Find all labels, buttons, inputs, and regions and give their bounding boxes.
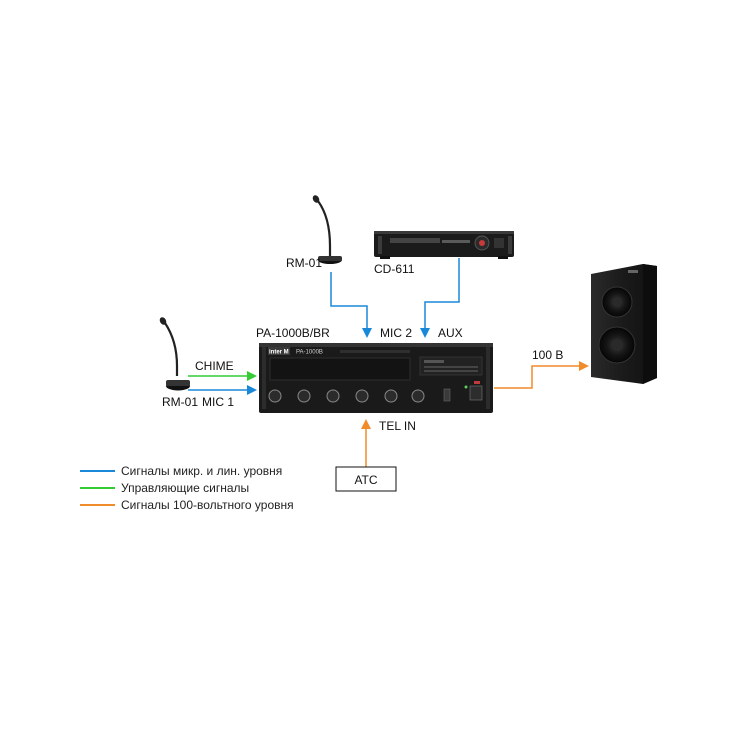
tel-in-port-label: TEL IN	[379, 419, 416, 433]
chime-port-label: CHIME	[195, 359, 234, 373]
aux-signal-line	[420, 258, 460, 338]
mic1-port-label: MIC 1	[202, 395, 234, 409]
cd-player-label: CD-611	[374, 262, 415, 276]
mic2-port-label: MIC 2	[380, 326, 412, 340]
amplifier-label: PA-1000B/BR	[256, 326, 330, 340]
legend-text-control: Управляющие сигналы	[121, 481, 249, 495]
connections	[188, 258, 589, 467]
mic-top-label: RM-01	[286, 256, 322, 270]
output-100v-label: 100 В	[532, 348, 563, 362]
aux-port-label: AUX	[438, 326, 463, 340]
amplifier-unit: inter M PA-1000B	[259, 343, 493, 413]
brand-badge	[268, 347, 290, 355]
mic-left-label: RM-01	[162, 395, 198, 409]
volume-knobs	[268, 389, 425, 403]
power-switch	[469, 385, 483, 401]
output-100v-line	[494, 361, 589, 389]
pbx-label: АТС	[354, 473, 377, 487]
brand-text: inter M	[269, 350, 289, 356]
chime-switch	[443, 388, 451, 402]
pbx-box	[335, 466, 397, 492]
legend-text-100v: Сигналы 100-вольтного уровня	[121, 498, 294, 512]
legend-text-mic-line-level: Сигналы микр. и лин. уровня	[121, 464, 282, 478]
legend: Сигналы микр. и лин. уровня Управляющие …	[80, 464, 294, 512]
model-text: PA-1000B	[296, 350, 323, 356]
mic2-signal-line	[330, 272, 372, 338]
mic-left	[159, 317, 190, 391]
mic-top	[312, 195, 342, 264]
cd-player	[374, 231, 514, 259]
speaker-cabinet	[591, 264, 657, 384]
